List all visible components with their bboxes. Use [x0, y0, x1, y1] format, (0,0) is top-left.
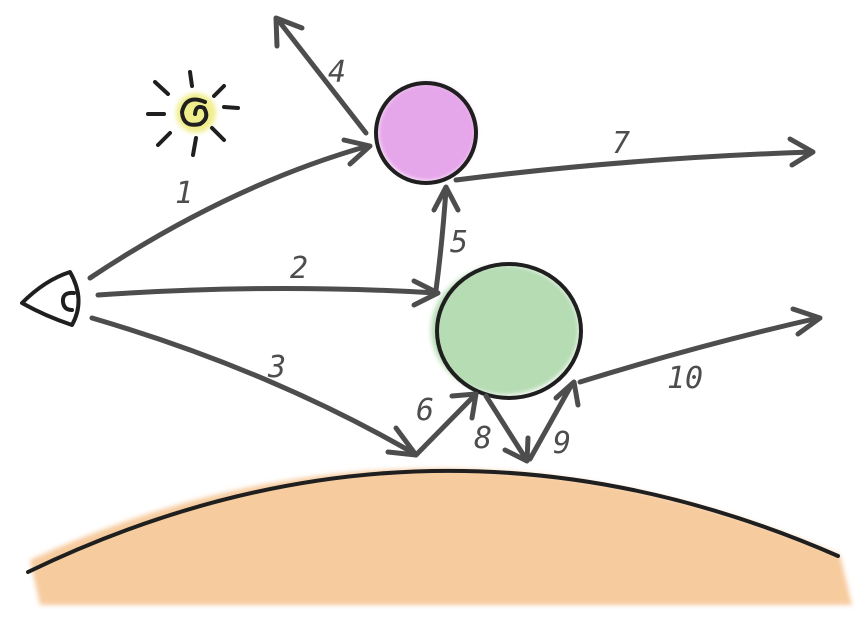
ray-label-7: 7	[612, 126, 630, 161]
ground-fill	[30, 468, 852, 605]
ray-8	[483, 393, 529, 462]
ray-label-2: 2	[290, 251, 308, 286]
ray-2-arrowhead	[411, 278, 441, 308]
ray-label-4: 4	[328, 55, 346, 90]
green-sphere-outline	[435, 262, 583, 400]
green-sphere-fill	[431, 265, 579, 395]
eye-pupil	[60, 290, 76, 312]
sun-core	[180, 97, 209, 127]
rays	[87, 15, 823, 464]
ray-10-arrowhead	[790, 306, 823, 337]
ground-outline	[26, 468, 840, 574]
ray-3	[89, 315, 418, 457]
eye-icon	[20, 270, 81, 327]
ray-label-5: 5	[450, 225, 468, 260]
ray-1	[87, 143, 371, 281]
ray-10	[577, 315, 821, 385]
sun-icon	[146, 70, 240, 157]
green-sphere	[431, 262, 583, 400]
ray-7	[453, 149, 815, 183]
magenta-sphere	[374, 81, 478, 185]
ray-5-arrowhead	[431, 184, 461, 213]
ray-7-arrowhead	[787, 136, 816, 168]
ray-6	[413, 393, 477, 458]
ray-9	[527, 381, 575, 462]
ground	[26, 468, 852, 605]
magenta-sphere-fill	[378, 83, 476, 181]
ray-9-arrowhead	[553, 379, 581, 408]
ray-label-1: 1	[175, 176, 193, 211]
ray-label-3: 3	[267, 350, 286, 385]
magenta-sphere-outline	[374, 81, 478, 185]
ray-1-arrowhead	[341, 137, 373, 167]
ray-4	[275, 17, 369, 136]
ray-4-arrowhead	[273, 15, 305, 49]
ray-6-arrowhead	[449, 391, 479, 421]
ray-5	[433, 187, 449, 293]
ray-label-8: 8	[474, 421, 492, 456]
ray-label-9: 9	[553, 426, 571, 461]
eye-outline	[20, 270, 81, 327]
ray-labels: 1 2 3 4 5 6 7 8 9 10	[175, 55, 703, 461]
ray-label-6: 6	[416, 393, 434, 428]
ray-8-arrowhead	[502, 435, 531, 464]
ray-label-10: 10	[667, 361, 703, 396]
ray-2	[95, 285, 439, 298]
